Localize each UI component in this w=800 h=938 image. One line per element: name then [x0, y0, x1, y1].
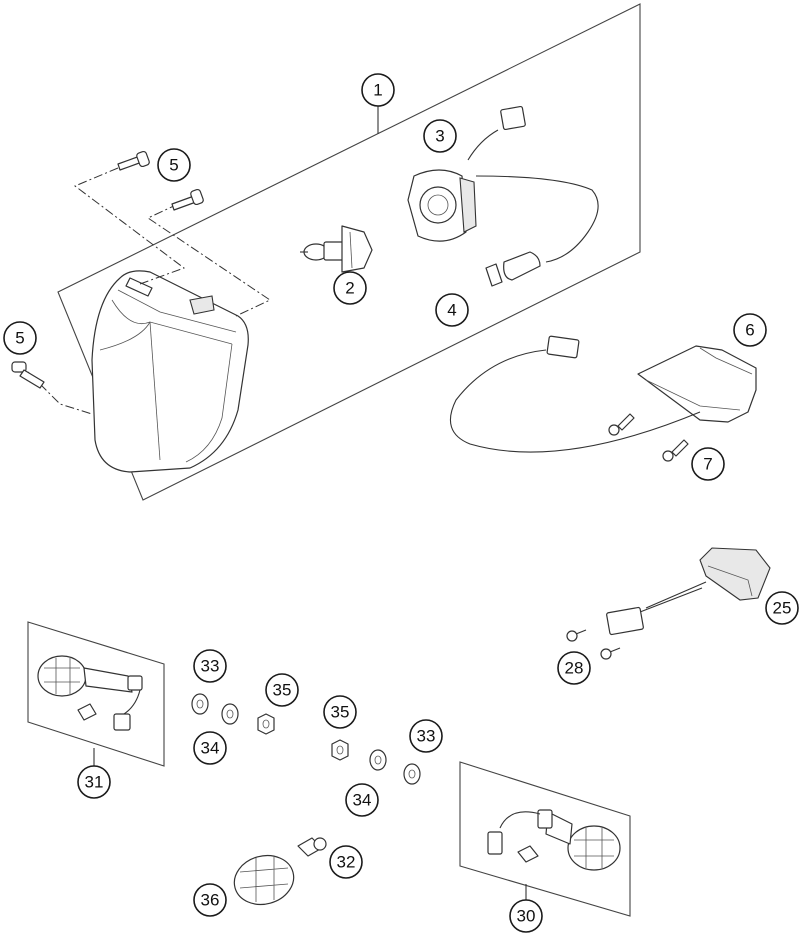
svg-text:33: 33	[201, 657, 220, 676]
screw-7-b	[662, 439, 689, 462]
svg-text:3: 3	[435, 127, 444, 146]
callout-34-right: 34	[345, 783, 379, 817]
callout-7: 7	[691, 447, 725, 481]
svg-text:34: 34	[353, 791, 372, 810]
svg-text:6: 6	[745, 321, 754, 340]
parking-bulb	[485, 251, 541, 287]
svg-text:31: 31	[85, 773, 104, 792]
turn-signal-left-frame	[27, 621, 165, 767]
callout-3: 3	[423, 119, 457, 153]
callout-33-left: 33	[193, 649, 227, 683]
svg-text:35: 35	[273, 681, 292, 700]
svg-text:5: 5	[15, 329, 24, 348]
svg-text:28: 28	[565, 659, 584, 678]
headlight-bulb	[300, 225, 373, 273]
headlight-housing	[91, 270, 249, 473]
turn-signal-lens	[233, 854, 295, 906]
turn-signal-right-frame	[459, 761, 631, 917]
turn-signal-left	[37, 655, 143, 731]
callout-1: 1	[361, 73, 395, 107]
lock-washer-34-right	[369, 749, 387, 771]
callout-2: 2	[333, 271, 367, 305]
callout-33-right: 33	[409, 719, 443, 753]
bulb-socket-reflector	[407, 105, 599, 263]
callout-34-left: 34	[193, 731, 227, 765]
callout-25: 25	[765, 591, 799, 625]
callout-35-right: 35	[323, 695, 357, 729]
svg-text:33: 33	[417, 727, 436, 746]
callout-6: 6	[733, 313, 767, 347]
nut-35-right	[331, 739, 349, 761]
callout-5-top: 5	[157, 148, 191, 182]
mounting-lines	[27, 167, 272, 415]
svg-text:1: 1	[373, 81, 382, 100]
lock-washer-34-left	[221, 703, 239, 725]
screw-7-a	[608, 413, 635, 436]
screw-28-b	[600, 647, 621, 660]
tail-light	[606, 547, 771, 636]
screw-5-middle	[171, 188, 204, 211]
washer-33-right	[403, 763, 421, 785]
svg-text:7: 7	[703, 455, 712, 474]
svg-text:32: 32	[337, 853, 356, 872]
callout-31: 31	[77, 765, 111, 799]
screw-28-a	[566, 629, 587, 642]
svg-text:35: 35	[331, 703, 350, 722]
svg-text:36: 36	[201, 891, 220, 910]
number-plate-light	[449, 335, 757, 453]
nut-35-left	[257, 713, 275, 735]
washer-33-left	[191, 693, 209, 715]
svg-text:30: 30	[517, 907, 536, 926]
callout-28: 28	[557, 651, 591, 685]
svg-text:34: 34	[201, 739, 220, 758]
callout-35-left: 35	[265, 673, 299, 707]
screw-5-upper	[117, 150, 150, 171]
screw-5-left	[11, 361, 45, 389]
svg-text:4: 4	[447, 301, 456, 320]
svg-text:5: 5	[169, 156, 178, 175]
callout-5-left: 5	[3, 321, 37, 355]
turn-signal-right	[487, 809, 621, 871]
callout-30: 30	[509, 899, 543, 933]
turn-signal-bulb	[297, 837, 327, 857]
svg-text:25: 25	[773, 599, 792, 618]
callout-4: 4	[435, 293, 469, 327]
svg-text:2: 2	[345, 279, 354, 298]
callout-32: 32	[329, 845, 363, 879]
callout-36: 36	[193, 883, 227, 917]
